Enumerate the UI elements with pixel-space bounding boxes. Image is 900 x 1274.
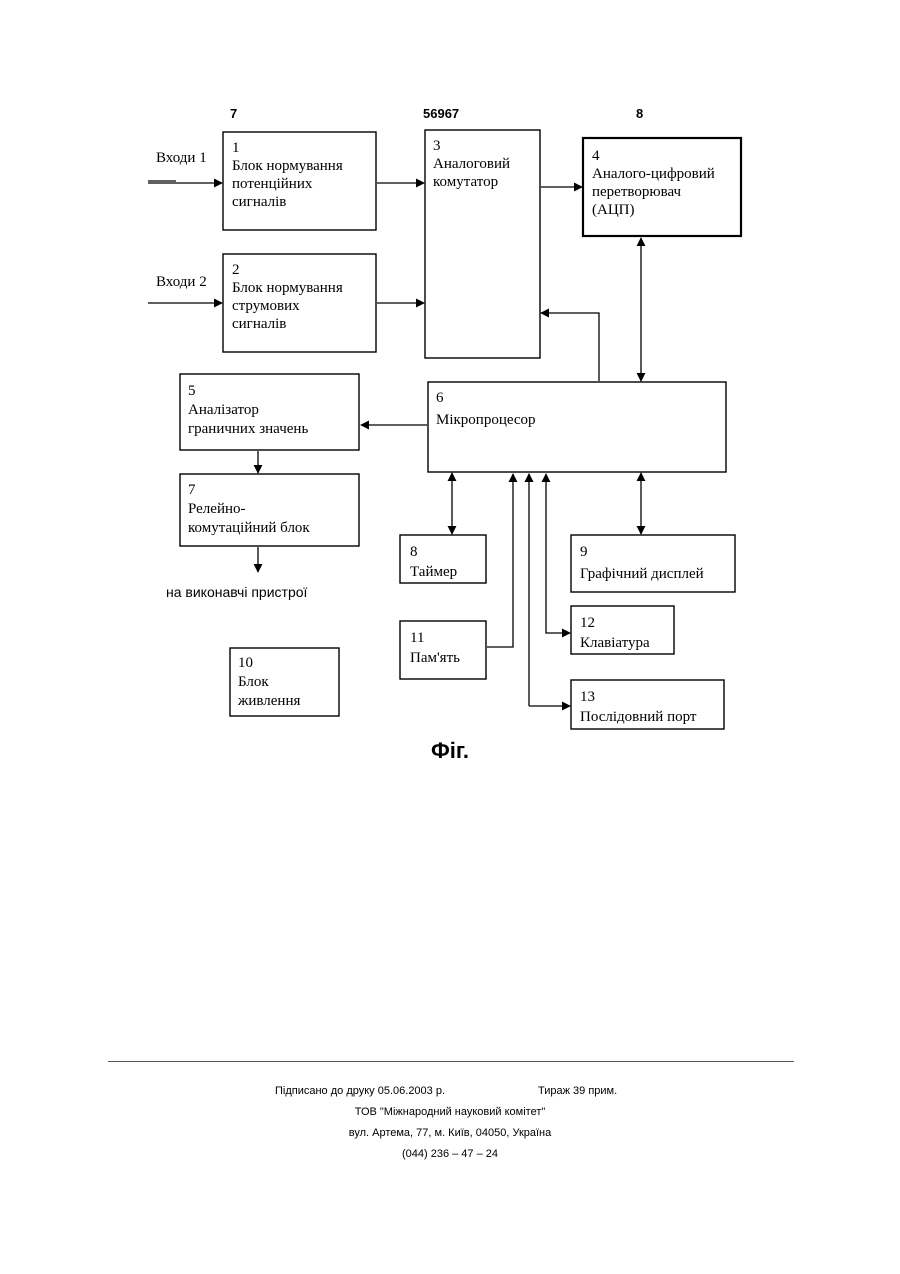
footer-publisher: ТОВ "Міжнародний науковий комітет" — [0, 1106, 900, 1118]
figure-caption: Фіг. — [0, 738, 900, 764]
footer-divider — [108, 1061, 794, 1062]
b11-to-b6-link — [487, 474, 513, 647]
block-7-text: 7 Релейно- комутаційний блок — [188, 482, 310, 536]
block-9 — [571, 535, 735, 592]
inputs-1-label: Входи 1 — [156, 150, 207, 166]
block-9-text: 9 Графічний дисплей — [580, 544, 704, 582]
block-10-text: 10 Блок живлення — [237, 655, 300, 709]
block-8-text: 8 Таймер — [410, 544, 457, 580]
block-diagram: Входи 1 Входи 2 на виконавчі пристрої 1 … — [0, 0, 900, 760]
footer-address: вул. Артема, 77, м. Київ, 04050, Україна — [0, 1127, 900, 1139]
inputs-2-label: Входи 2 — [156, 274, 207, 290]
footer-print-run: Тираж 39 прим. — [538, 1085, 617, 1097]
block-5-text: 5 Аналізатор граничних значень — [188, 383, 308, 437]
block-11-text: 11 Пам'ять — [410, 630, 460, 666]
block-13-text: 13 Послідовний порт — [580, 689, 697, 725]
footer-phone: (044) 236 – 47 – 24 — [0, 1148, 900, 1160]
block-2-text: 2 Блок нормування струмових сигналів — [232, 262, 346, 332]
footer-signed-date: Підписано до друку 05.06.2003 р. — [275, 1085, 445, 1097]
b13-to-b6-link — [529, 474, 570, 706]
block-3-text: 3 Аналоговий комутатор — [433, 138, 514, 190]
block-1-text: 1 Блок нормування потенційних сигналів — [232, 140, 346, 210]
b6-to-b3-feedback — [541, 313, 599, 381]
block-6-text: 6 Мікропроцесор — [436, 390, 536, 428]
block-12-text: 12 Клавіатура — [580, 615, 650, 651]
b12-to-b6-link — [546, 474, 570, 633]
outputs-label: на виконавчі пристрої — [166, 584, 308, 600]
block-4-text: 4 Аналого-цифровий перетворювач (АЦП) — [592, 148, 719, 218]
